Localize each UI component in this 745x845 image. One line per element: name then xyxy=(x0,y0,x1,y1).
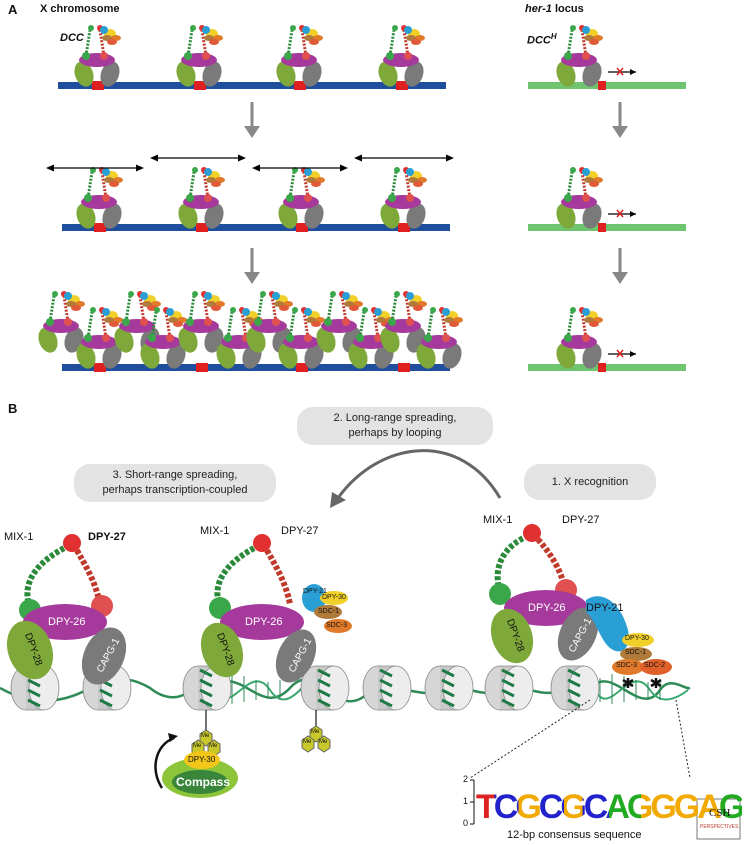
complex-3-shapes xyxy=(489,524,672,688)
dpy26-label-2: DPY-26 xyxy=(245,616,283,628)
logo-letters: TCGCGCAGGGAG xyxy=(476,788,745,826)
dcch-label: DCCH xyxy=(527,32,557,47)
arrows-down xyxy=(244,102,628,284)
logo-ytick-1: 1 xyxy=(463,796,469,806)
logo-ytick-0: 0 xyxy=(463,818,469,828)
csh-logo-subtext: PERSPECTIVES xyxy=(700,824,739,830)
logo-ytick-2: 2 xyxy=(463,774,469,784)
mix1-label-1: MIX-1 xyxy=(4,531,34,543)
spreading-arrow xyxy=(336,449,502,499)
panel-b-label: B xyxy=(8,401,18,416)
dpy30-label-2: DPY-30 xyxy=(322,594,346,601)
csh-logo-box xyxy=(696,798,741,840)
sdc1-label-2: SDC-1 xyxy=(318,608,340,615)
her1-locus-row-2 xyxy=(528,165,686,233)
x-chromosome-header: X chromosome xyxy=(40,3,120,15)
sdc2-label-3: SDC-2 xyxy=(644,662,666,669)
compass-dpy30-label: DPY-30 xyxy=(188,755,216,764)
dpy21-label-3: DPY-21 xyxy=(586,602,624,614)
dpy27-label-3: DPY-27 xyxy=(562,514,600,526)
her1-locus-header: her-1 locus xyxy=(525,3,584,15)
x-chromosome-row-3 xyxy=(33,289,467,373)
compass-complex xyxy=(154,733,238,798)
dpy21-label-2: DPY-21 xyxy=(303,588,327,595)
x-chromosome-row-1 xyxy=(58,23,446,91)
sequence-logo xyxy=(470,779,475,825)
her1-locus-row-3 xyxy=(528,305,686,373)
me-label: Me xyxy=(319,739,328,745)
csh-logo-text: CSH xyxy=(709,807,731,819)
me-label: Me xyxy=(209,743,218,749)
sdc3-label-2: SDC-3 xyxy=(326,622,348,629)
dcc-label: DCC xyxy=(60,32,84,44)
step-1-pill: 1. X recognition xyxy=(524,464,656,500)
logo-caption: 12-bp consensus sequence xyxy=(507,829,642,841)
mix1-label-2: MIX-1 xyxy=(200,525,230,537)
mix1-label-3: MIX-1 xyxy=(483,514,513,526)
me-label: Me xyxy=(303,739,312,745)
dpy27-label-2: DPY-27 xyxy=(281,525,319,537)
sdc1-label-3: SDC-1 xyxy=(625,649,647,656)
her1-locus-row-1 xyxy=(528,23,686,91)
compass-label: Compass xyxy=(176,775,231,789)
x-chromosome-row-2 xyxy=(46,154,454,233)
sdc3-label-3: SDC-3 xyxy=(616,662,638,669)
histone-tails xyxy=(191,710,331,757)
dpy30-label-3: DPY-30 xyxy=(625,635,649,642)
me-label: Me xyxy=(311,729,320,735)
step-2-pill: 2. Long-range spreading,perhaps by loopi… xyxy=(297,407,493,445)
panel-a-label: A xyxy=(8,2,18,17)
complex-2-shapes xyxy=(200,534,352,683)
dpy26-label-3: DPY-26 xyxy=(528,602,566,614)
complex-1-shapes xyxy=(6,534,127,685)
dpy27-label-1: DPY-27 xyxy=(88,531,126,543)
me-label: Me xyxy=(201,733,210,739)
step-3-pill: 3. Short-range spreading,perhaps transcr… xyxy=(74,464,276,502)
me-label: Me xyxy=(193,743,202,749)
dpy26-label-1: DPY-26 xyxy=(48,616,86,628)
